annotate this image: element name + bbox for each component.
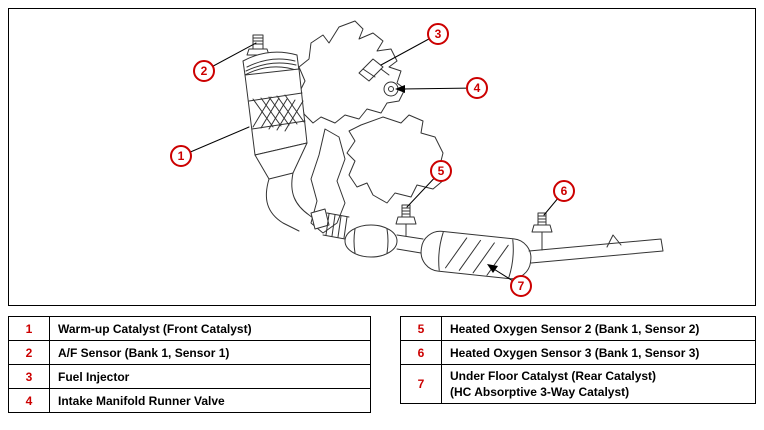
legend-text-7: Under Floor Catalyst (Rear Catalyst) (HC… — [441, 364, 756, 404]
callout-6: 6 — [553, 180, 575, 202]
leader-arrow-7 — [487, 264, 498, 273]
legend-text-5: Heated Oxygen Sensor 2 (Bank 1, Sensor 2… — [441, 316, 756, 341]
legend-table-right: 5 Heated Oxygen Sensor 2 (Bank 1, Sensor… — [400, 316, 756, 404]
legend-num-7: 7 — [400, 364, 442, 404]
legend-text-1: Warm-up Catalyst (Front Catalyst) — [49, 316, 371, 341]
legend-table-left: 1 Warm-up Catalyst (Front Catalyst) 2 A/… — [8, 316, 371, 413]
legend-row-1: 1 Warm-up Catalyst (Front Catalyst) — [8, 316, 371, 341]
exhaust-pipe-drawing — [265, 172, 424, 258]
leader-line-1 — [180, 126, 250, 157]
af-sensor-drawing — [246, 34, 270, 56]
ho2s-2-drawing — [395, 204, 417, 237]
callout-3: 3 — [427, 23, 449, 45]
legend-row-4: 4 Intake Manifold Runner Valve — [8, 388, 371, 413]
engine-outline — [298, 20, 446, 234]
leader-arrow-4 — [395, 85, 405, 93]
legend-num-4: 4 — [8, 388, 50, 413]
under-floor-catalyst-drawing — [420, 230, 532, 280]
legend-num-1: 1 — [8, 316, 50, 341]
warm-up-catalyst-drawing — [242, 51, 308, 180]
legend-row-7: 7 Under Floor Catalyst (Rear Catalyst) (… — [400, 364, 756, 404]
callout-5: 5 — [430, 160, 452, 182]
legend-text-7-line2: (HC Absorptive 3-Way Catalyst) — [450, 385, 630, 399]
exhaust-system-drawing — [180, 20, 664, 287]
legend-num-5: 5 — [400, 316, 442, 341]
legend-row-6: 6 Heated Oxygen Sensor 3 (Bank 1, Sensor… — [400, 340, 756, 365]
ho2s-3-drawing — [531, 212, 553, 251]
legend-text-3: Fuel Injector — [49, 364, 371, 389]
legend-row-2: 2 A/F Sensor (Bank 1, Sensor 1) — [8, 340, 371, 365]
leader-line-4 — [400, 87, 478, 90]
legend-num-6: 6 — [400, 340, 442, 365]
legend-text-4: Intake Manifold Runner Valve — [49, 388, 371, 413]
legend-row-5: 5 Heated Oxygen Sensor 2 (Bank 1, Sensor… — [400, 316, 756, 341]
callout-4: 4 — [466, 77, 488, 99]
legend-num-3: 3 — [8, 364, 50, 389]
callout-7: 7 — [510, 275, 532, 297]
legend-row-3: 3 Fuel Injector — [8, 364, 371, 389]
fuel-injector-drawing — [358, 58, 390, 82]
callout-1: 1 — [170, 145, 192, 167]
legend-text-6: Heated Oxygen Sensor 3 (Bank 1, Sensor 3… — [441, 340, 756, 365]
tailpipe-drawing — [528, 234, 664, 264]
legend-text-2: A/F Sensor (Bank 1, Sensor 1) — [49, 340, 371, 365]
legend-text-7-line1: Under Floor Catalyst (Rear Catalyst) — [450, 369, 657, 383]
legend-num-2: 2 — [8, 340, 50, 365]
callout-2: 2 — [193, 60, 215, 82]
engine-diagram: 1 2 3 4 5 6 7 — [8, 8, 756, 306]
